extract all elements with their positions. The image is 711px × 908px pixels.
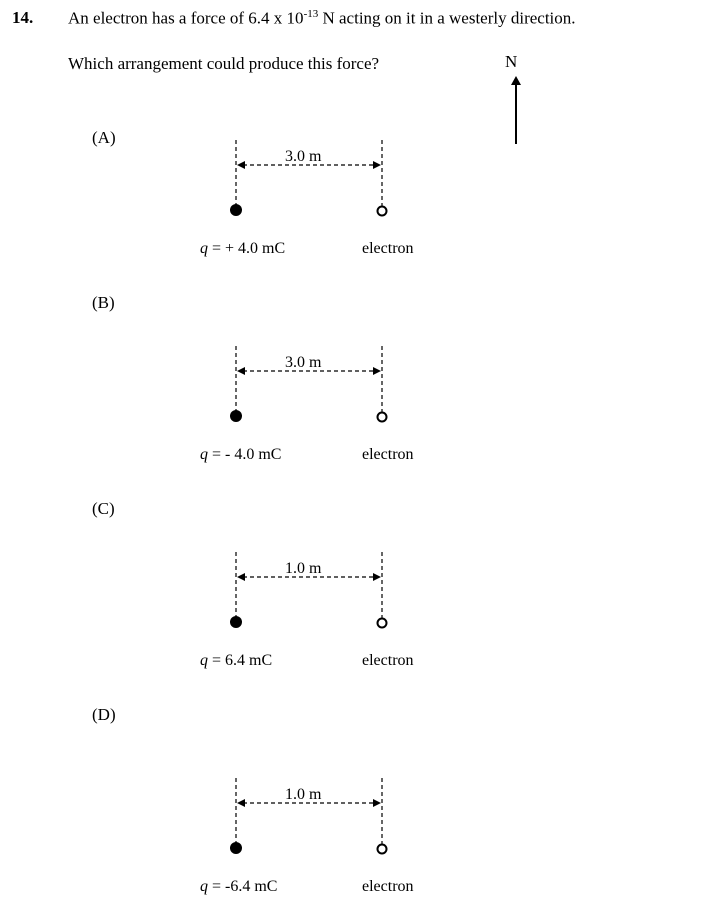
option-c-charge: q = 6.4 mC [200, 652, 272, 670]
option-d-distance: 1.0 m [285, 786, 322, 803]
option-b-charge: q = - 4.0 mC [200, 446, 281, 464]
charge-value: = - 4.0 mC [208, 446, 282, 463]
charge-value: = -6.4 mC [208, 878, 278, 895]
option-a-diagram: 3.0 m q = + 4.0 mC electron [195, 140, 455, 270]
question-prompt: Which arrangement could produce this for… [68, 54, 380, 73]
charge-value: = 6.4 mC [208, 652, 273, 669]
option-b-distance: 3.0 m [285, 354, 322, 371]
option-b-label: (B) [92, 293, 115, 312]
option-c-diagram-lines [230, 552, 388, 629]
option-d-charge: q = -6.4 mC [200, 878, 277, 896]
electron-icon [376, 843, 388, 855]
north-arrow-icon [511, 76, 521, 144]
question-stem: An electron has a force of 6.4 x 10-13 N… [68, 8, 576, 29]
stem-exponent: -13 [303, 8, 319, 20]
option-c-distance: 1.0 m [285, 560, 322, 577]
option-d-diagram: 1.0 m q = -6.4 mC electron [195, 778, 455, 908]
option-b-diagram: 3.0 m q = - 4.0 mC electron [195, 346, 455, 476]
option-d-diagram-lines [230, 778, 388, 855]
charge-symbol: q [200, 240, 208, 257]
electron-icon [376, 617, 388, 629]
option-a-electron-label: electron [362, 240, 414, 257]
point-charge-icon [230, 204, 242, 216]
option-a-charge: q = + 4.0 mC [200, 240, 285, 258]
option-b-diagram-lines [230, 346, 388, 423]
charge-symbol: q [200, 652, 208, 669]
point-charge-icon [230, 410, 242, 422]
stem-text-before: An electron has a force of 6.4 x 10 [68, 8, 304, 28]
stem-text-after: N acting on it in a westerly direction. [318, 8, 576, 28]
electron-icon [376, 205, 388, 217]
option-c-diagram: 1.0 m q = 6.4 mC electron [195, 552, 455, 682]
option-d-label: (D) [92, 705, 116, 724]
charge-symbol: q [200, 446, 208, 463]
charge-value: = + 4.0 mC [208, 240, 286, 257]
point-charge-icon [230, 842, 242, 854]
option-c-electron-label: electron [362, 652, 414, 669]
option-a-distance: 3.0 m [285, 148, 322, 165]
charge-symbol: q [200, 878, 208, 895]
point-charge-icon [230, 616, 242, 628]
option-c-label: (C) [92, 499, 115, 518]
compass-north-label: N [505, 52, 518, 71]
option-d-electron-label: electron [362, 878, 414, 895]
question-number: 14. [12, 8, 34, 27]
option-a-label: (A) [92, 128, 116, 147]
electron-icon [376, 411, 388, 423]
option-a-diagram-lines [230, 140, 388, 217]
option-b-electron-label: electron [362, 446, 414, 463]
